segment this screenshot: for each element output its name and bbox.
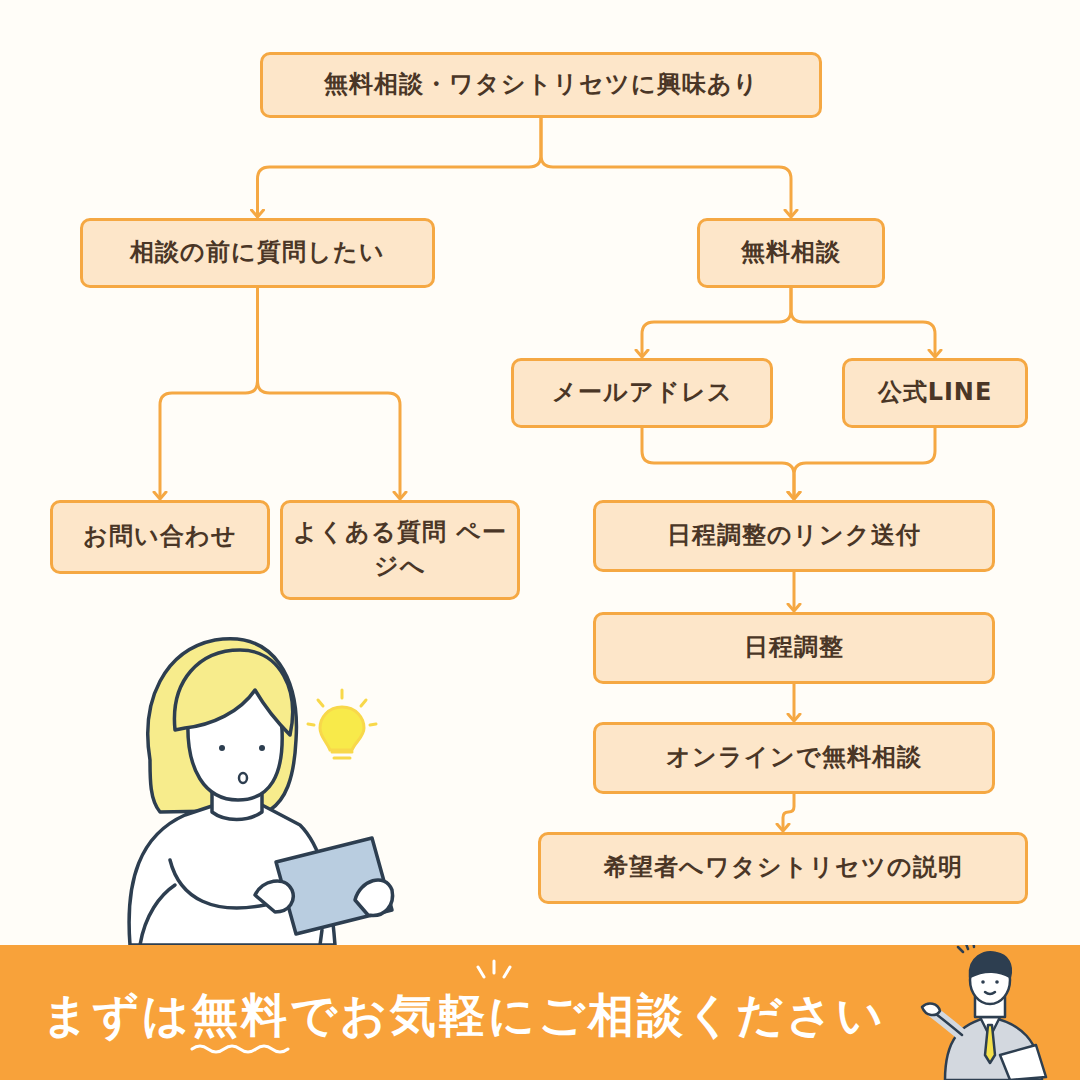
lightbulb [308, 690, 376, 758]
flow-arrow [258, 118, 542, 216]
box-label: 無料相談・ワタシトリセツに興味あり [324, 68, 759, 102]
process-box: 相談の前に質問したい [80, 218, 435, 288]
box-label: お問い合わせ [83, 520, 237, 554]
woman-with-tablet [129, 639, 392, 945]
man-presenting [922, 945, 1046, 1080]
sparkle [478, 961, 510, 977]
box-label: 公式LINE [878, 376, 993, 410]
box-label: 日程調整 [744, 631, 844, 665]
process-box: 日程調整 [593, 612, 995, 684]
flow-arrow [258, 288, 401, 498]
process-box: 希望者へワタシトリセツの説明 [538, 832, 1028, 904]
box-label: 相談の前に質問したい [130, 236, 385, 270]
process-box: 日程調整のリンク送付 [593, 500, 995, 572]
flow-arrow [642, 288, 791, 356]
process-box: オンラインで無料相談 [593, 722, 995, 794]
flow-arrow [783, 794, 794, 830]
flow-arrow [160, 288, 258, 498]
flow-arrow [793, 572, 796, 610]
box-label: 希望者へワタシトリセツの説明 [604, 851, 963, 885]
wavy-underline [192, 1046, 288, 1052]
flow-arrow [642, 428, 794, 498]
flow-arrow [541, 118, 791, 216]
flow-arrow [793, 684, 796, 720]
process-box: メールアドレス [511, 358, 773, 428]
flow-arrow [794, 428, 935, 498]
banner-text: まずは無料でお気軽にご相談ください [42, 983, 886, 1047]
process-box: 無料相談・ワタシトリセツに興味あり [260, 52, 822, 118]
flow-arrow [791, 288, 935, 356]
box-label: よくある質問 ページへ [283, 516, 517, 583]
process-box: お問い合わせ [50, 500, 270, 574]
box-label: 無料相談 [741, 236, 841, 270]
box-label: オンラインで無料相談 [666, 741, 922, 775]
process-box: 公式LINE [842, 358, 1028, 428]
box-label: 日程調整のリンク送付 [667, 519, 921, 553]
process-box: 無料相談 [697, 218, 885, 288]
box-label: メールアドレス [552, 376, 733, 410]
call-to-action-band: まずは無料でお気軽にご相談ください [0, 945, 1080, 1080]
process-box: よくある質問 ページへ [280, 500, 520, 600]
